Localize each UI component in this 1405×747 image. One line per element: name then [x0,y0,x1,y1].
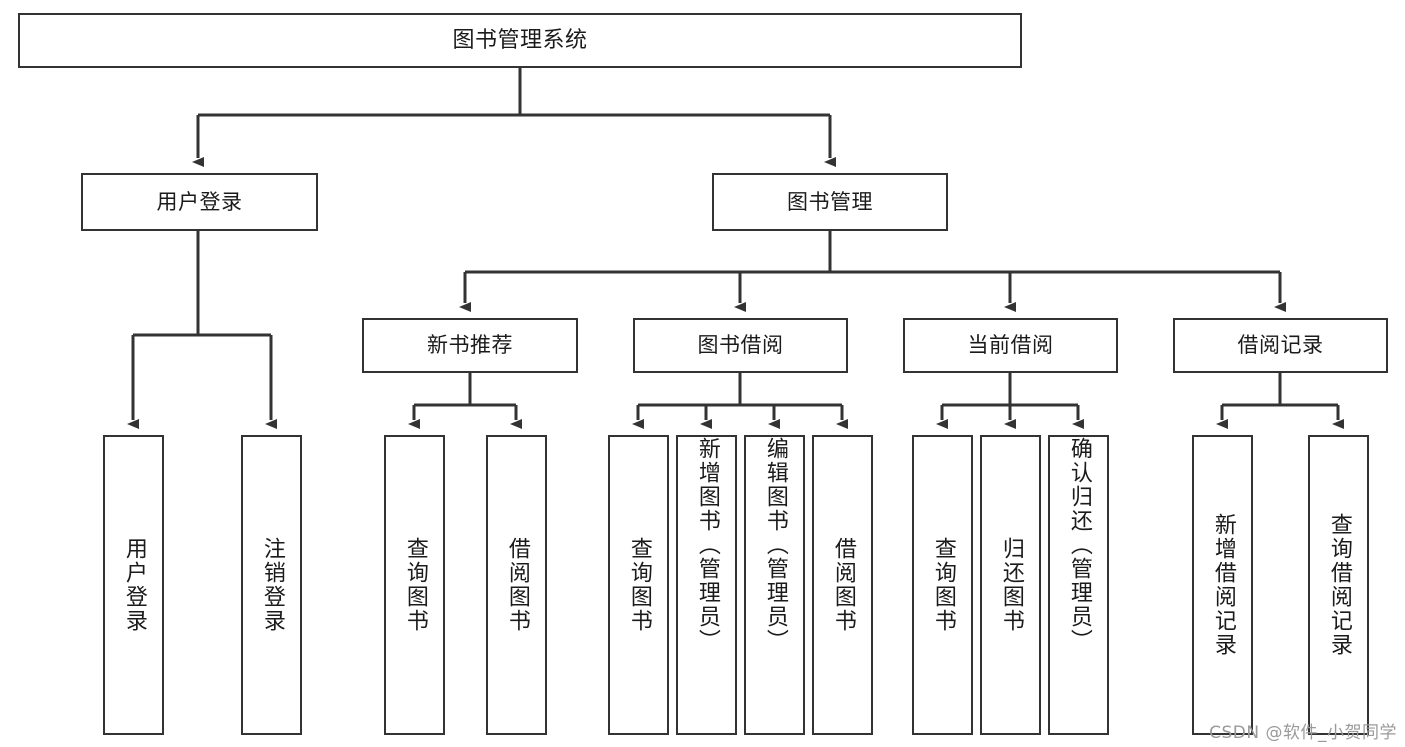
leaf-record-query[interactable]: 查询借阅记录 [1308,435,1369,735]
node-borrow-record-label: 借阅记录 [1237,333,1324,358]
leaf-recommend-query-book[interactable]: 查询图书 [384,435,445,735]
leaf-borrow-edit-book-label: 编辑图书（管理员） [762,437,788,653]
node-new-book-recommend-label: 新书推荐 [427,333,513,358]
leaf-user-login-label: 用户登录 [121,537,147,633]
watermark: CSDN @软件_小贺同学 [1209,723,1397,743]
node-root-label: 图书管理系统 [452,27,588,53]
leaf-current-return-book-label: 归还图书 [998,537,1024,633]
leaf-current-return-book[interactable]: 归还图书 [980,435,1041,735]
leaf-user-logout-label: 注销登录 [259,537,285,633]
leaf-record-query-label: 查询借阅记录 [1326,513,1352,657]
leaf-recommend-borrow-book-label: 借阅图书 [504,537,530,633]
leaf-record-add-label: 新增借阅记录 [1210,513,1236,657]
node-user-login-label: 用户登录 [156,189,243,214]
leaf-borrow-borrow-book-label: 借阅图书 [830,537,856,633]
node-current-borrow[interactable]: 当前借阅 [903,318,1118,373]
node-book-management-label: 图书管理 [787,189,873,214]
leaf-record-add[interactable]: 新增借阅记录 [1192,435,1253,735]
node-book-borrow[interactable]: 图书借阅 [633,318,848,373]
node-book-management[interactable]: 图书管理 [712,173,948,231]
leaf-borrow-add-book-label: 新增图书（管理员） [694,437,720,653]
node-user-login[interactable]: 用户登录 [81,173,318,231]
leaf-user-logout[interactable]: 注销登录 [241,435,302,735]
leaf-current-query-book-label: 查询图书 [930,537,956,633]
leaf-user-login[interactable]: 用户登录 [103,435,164,735]
node-new-book-recommend[interactable]: 新书推荐 [362,318,578,373]
node-root[interactable]: 图书管理系统 [18,13,1022,68]
leaf-current-confirm-return-label: 确认归还（管理员） [1066,437,1092,653]
leaf-borrow-query-book-label: 查询图书 [626,537,652,633]
leaf-current-query-book[interactable]: 查询图书 [912,435,973,735]
node-borrow-record[interactable]: 借阅记录 [1173,318,1388,373]
leaf-borrow-query-book[interactable]: 查询图书 [608,435,669,735]
node-book-borrow-label: 图书借阅 [697,333,784,358]
leaf-borrow-edit-book[interactable]: 编辑图书（管理员） [744,435,805,735]
leaf-recommend-query-book-label: 查询图书 [402,537,428,633]
leaf-borrow-borrow-book[interactable]: 借阅图书 [812,435,873,735]
leaf-current-confirm-return[interactable]: 确认归还（管理员） [1048,435,1109,735]
leaf-recommend-borrow-book[interactable]: 借阅图书 [486,435,547,735]
node-current-borrow-label: 当前借阅 [967,333,1054,358]
leaf-borrow-add-book[interactable]: 新增图书（管理员） [676,435,737,735]
